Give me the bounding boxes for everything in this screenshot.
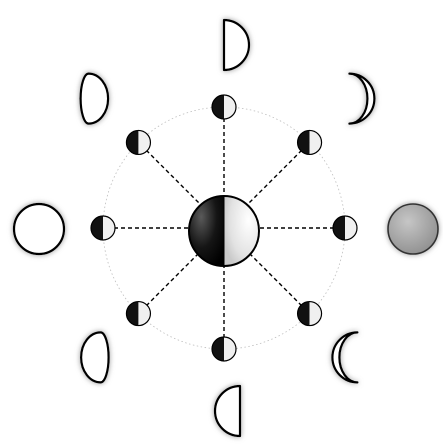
orbit-marker-dark-half bbox=[126, 130, 138, 154]
orbit-marker-icon bbox=[298, 130, 322, 154]
new-moon-disc bbox=[388, 204, 438, 254]
orbit-marker-light-half bbox=[345, 216, 357, 240]
full-moon-disc bbox=[14, 204, 64, 254]
last-quarter-icon bbox=[215, 386, 240, 436]
orbit-marker-icon bbox=[91, 216, 115, 240]
orbit-marker-light-half bbox=[138, 302, 150, 326]
waxing-crescent-shape bbox=[349, 74, 374, 124]
orbit-marker-light-half bbox=[138, 130, 150, 154]
orbit-spoke bbox=[249, 151, 301, 203]
orbit-marker-icon bbox=[333, 216, 357, 240]
orbit-marker-icon bbox=[126, 130, 150, 154]
waning-gibbous-shape bbox=[81, 332, 109, 382]
orbit-marker-dark-half bbox=[212, 95, 224, 119]
first-quarter-icon bbox=[224, 20, 249, 70]
orbit-marker-dark-half bbox=[212, 337, 224, 361]
orbit-marker-dark-half bbox=[91, 216, 103, 240]
waning-gibbous-icon bbox=[81, 332, 109, 382]
waning-crescent-icon bbox=[332, 332, 357, 382]
waxing-gibbous-icon bbox=[81, 74, 109, 124]
orbit-marker-dark-half bbox=[126, 302, 138, 326]
orbit-marker-icon bbox=[212, 95, 236, 119]
last-quarter-shape bbox=[215, 386, 240, 436]
center-body-light-half bbox=[224, 196, 259, 266]
center-body-icon bbox=[189, 196, 259, 266]
orbit-marker-icon bbox=[298, 302, 322, 326]
waxing-crescent-icon bbox=[349, 74, 374, 124]
orbit-marker-light-half bbox=[224, 95, 236, 119]
orbit-marker-icon bbox=[212, 337, 236, 361]
orbit-marker-light-half bbox=[103, 216, 115, 240]
orbit-spoke bbox=[249, 253, 301, 305]
orbit-marker-light-half bbox=[310, 130, 322, 154]
orbit-spoke bbox=[147, 253, 199, 305]
orbit-marker-light-half bbox=[224, 337, 236, 361]
orbit-marker-dark-half bbox=[333, 216, 345, 240]
full-moon-icon bbox=[14, 204, 64, 254]
first-quarter-shape bbox=[224, 20, 249, 70]
new-moon-icon bbox=[388, 204, 438, 254]
waning-crescent-shape bbox=[332, 332, 357, 382]
orbit-marker-light-half bbox=[310, 302, 322, 326]
orbit-spoke bbox=[147, 151, 199, 203]
center-body-dark-half bbox=[189, 196, 224, 266]
orbit-marker-dark-half bbox=[298, 130, 310, 154]
waxing-gibbous-shape bbox=[81, 74, 109, 124]
orbit-marker-icon bbox=[126, 302, 150, 326]
orbit-marker-dark-half bbox=[298, 302, 310, 326]
